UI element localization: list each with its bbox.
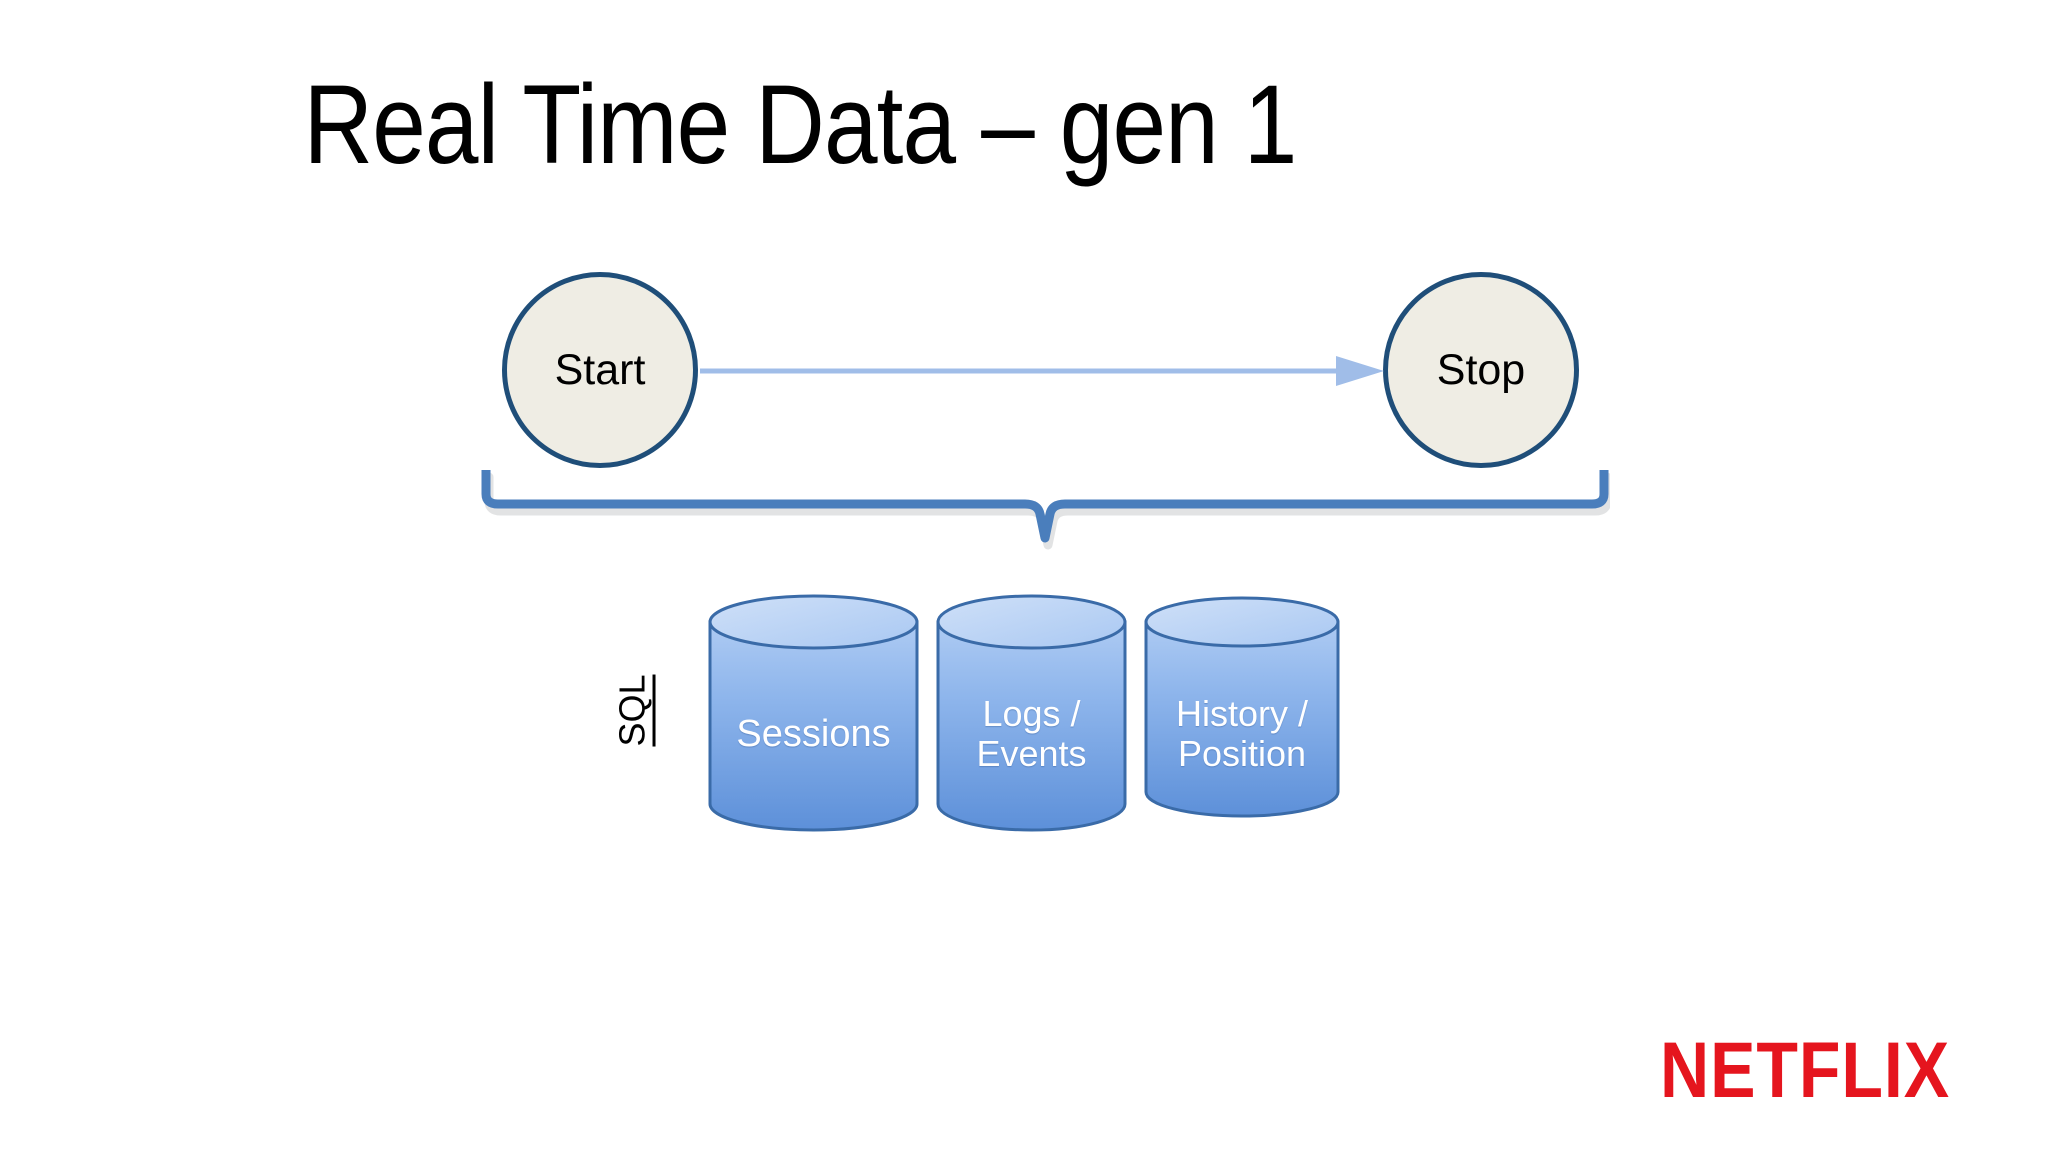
- brace-shadow: [484, 472, 1610, 550]
- cylinder-shape-icon: [1144, 596, 1340, 818]
- start-to-stop-arrow-icon: [700, 356, 1384, 386]
- cylinder-shape-icon: [936, 594, 1127, 832]
- arrow-head: [1336, 356, 1384, 386]
- netflix-wordmark: NETFLIX: [1660, 1026, 1951, 1115]
- database-cylinder-history-position-label: History / Position: [1175, 692, 1308, 774]
- flow-node-stop[interactable]: Stop: [1383, 272, 1579, 468]
- flow-node-start[interactable]: Start: [502, 272, 698, 468]
- database-cylinder-sessions-label: Sessions: [736, 712, 891, 755]
- database-cylinder-sessions[interactable]: Sessions: [706, 592, 921, 832]
- sql-tier-label-text: SQL: [612, 673, 656, 747]
- flow-node-stop-label: Stop: [1436, 345, 1526, 394]
- flow-node-start-label: Start: [554, 345, 646, 394]
- sql-tier-label: SQL: [612, 650, 658, 770]
- scope-brace-icon: [481, 470, 1610, 550]
- database-cylinder-logs-events-label: Logs / Events: [976, 692, 1087, 774]
- cylinder-shape-icon: [708, 594, 919, 832]
- database-row: Sessions Logs / Eve: [706, 592, 1366, 832]
- database-cylinder-history-position[interactable]: History / Position: [1142, 592, 1342, 832]
- database-cylinder-logs-events[interactable]: Logs / Events: [934, 592, 1129, 832]
- brace-path: [481, 470, 1609, 543]
- page-title: Real Time Data – gen 1: [303, 62, 1297, 187]
